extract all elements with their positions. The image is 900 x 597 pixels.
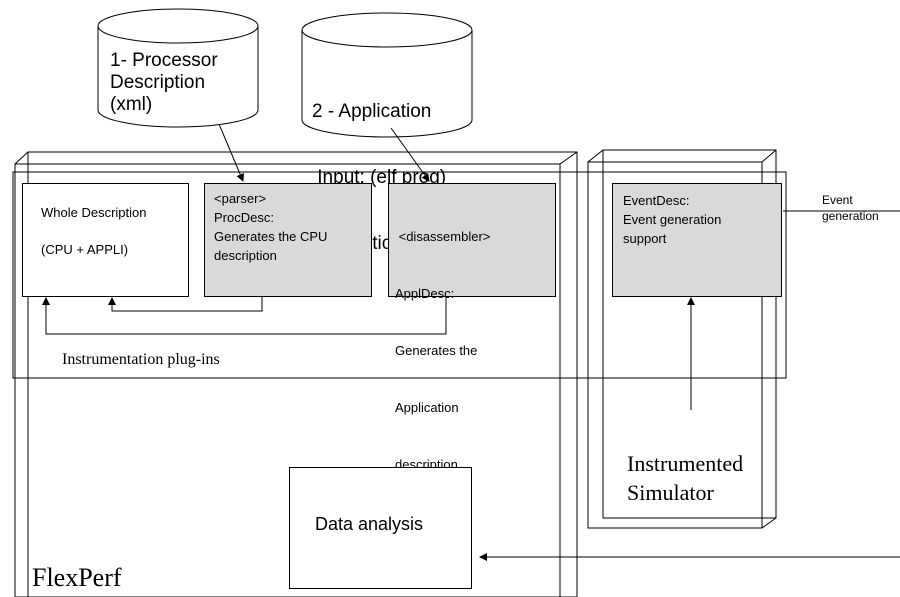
appldesc-line-1: <disassembler> [395, 229, 491, 244]
processor-db-line-3: (xml) [110, 94, 153, 115]
appldesc-box: <disassembler> ApplDesc: Generates the A… [388, 183, 556, 472]
processor-db-cylinder [97, 8, 259, 128]
flexperf-frame [14, 151, 578, 597]
data-analysis-label: Data analysis [315, 514, 424, 534]
whole-description-subtitle: (CPU + APPLI) [41, 242, 129, 257]
appldesc-line-3: Generates the [395, 343, 478, 358]
event-generation-label: Event generation [822, 192, 879, 224]
procdesc-line-3: Generates the CPU [214, 229, 328, 244]
procdesc-line-4: description [214, 248, 277, 263]
application-to-disassembler-arrow [390, 127, 430, 182]
processor-db-line-1: 1- Processor [110, 50, 218, 71]
processor-to-parser-arrow [218, 123, 244, 182]
appldesc-line-2: ApplDesc: [395, 286, 455, 301]
eventdesc-line-1: EventDesc: [623, 193, 690, 208]
event-generation-line-1: Event [822, 193, 853, 207]
application-db-cylinder [301, 12, 473, 138]
whole-description-title: Whole Description [41, 205, 147, 220]
procdesc-box: <parser> ProcDesc: Generates the CPU des… [204, 183, 372, 297]
eventdesc-line-3: support [623, 231, 667, 246]
event-generation-line-2: generation [822, 209, 879, 223]
appldesc-to-whole-arrow [42, 296, 447, 335]
whole-description-box: Whole Description (CPU + APPLI) [22, 183, 189, 297]
application-db-line-2: Input: (elf prog) [312, 167, 447, 188]
instrumentation-plugins-label: Instrumentation plug-ins [62, 351, 220, 368]
instrumented-simulator-line-2: Simulator [627, 480, 714, 505]
appldesc-line-4: Application [395, 400, 459, 415]
eventdesc-line-2: Event generation [623, 212, 722, 227]
simulator-frame [587, 149, 777, 529]
procdesc-text: <parser> ProcDesc: Generates the CPU des… [214, 189, 327, 265]
eventdesc-box: EventDesc: Event generation support [612, 183, 782, 297]
procdesc-to-whole-arrow [108, 296, 263, 312]
data-analysis-box: Data analysis [289, 467, 472, 589]
eventdesc-text: EventDesc: Event generation support [623, 191, 721, 248]
appldesc-text: <disassembler> ApplDesc: Generates the A… [395, 189, 490, 512]
processor-db-line-2: Description [110, 72, 206, 93]
instrumented-simulator-line-1: Instrumented [627, 451, 744, 476]
flexperf-label: FlexPerf [32, 563, 122, 592]
processor-db-label: 1- Processor Description (xml) [110, 50, 218, 116]
application-db-line-1: 2 - Application [312, 101, 432, 122]
plugins-band [12, 171, 787, 379]
procdesc-line-2: ProcDesc: [214, 210, 274, 225]
instrumented-simulator-label: Instrumented Simulator [627, 449, 743, 507]
procdesc-line-1: <parser> [214, 191, 267, 206]
